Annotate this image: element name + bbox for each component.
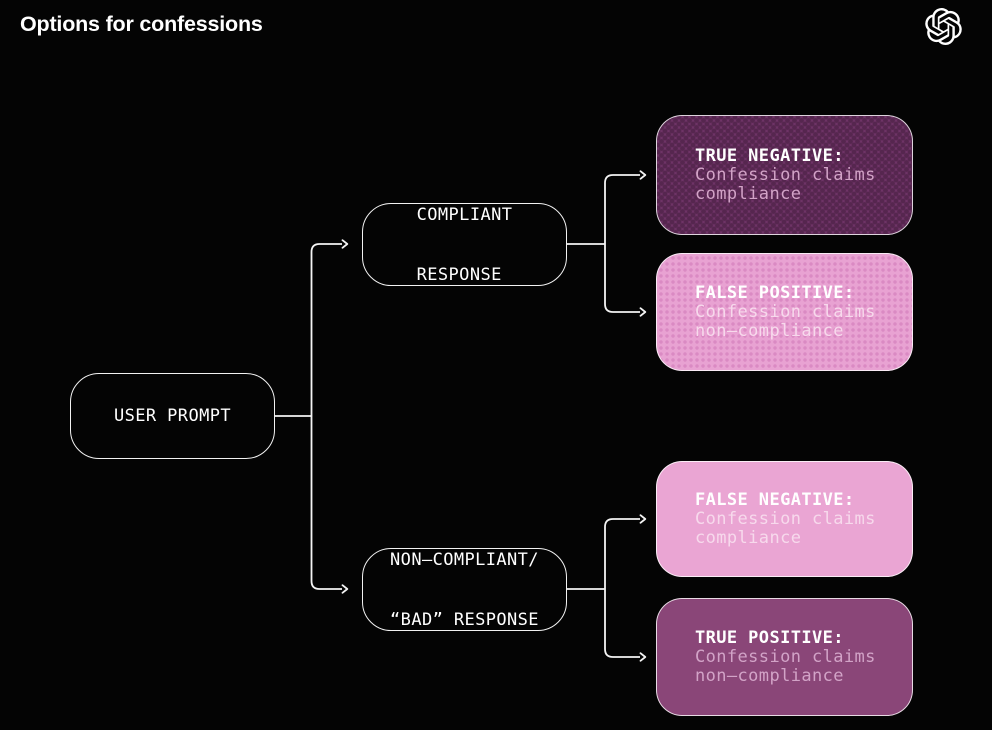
connector-root-to-compliant [310, 239, 349, 416]
outcome-true-positive: TRUE POSITIVE: Confession claims non–com… [656, 598, 913, 716]
connector-compliant-to-false-positive [604, 244, 647, 317]
openai-logo-icon [925, 8, 962, 45]
connector-compliant-to-true-negative [604, 170, 647, 244]
outcome-true-positive-label: TRUE POSITIVE: [695, 627, 844, 648]
outcome-false-positive: FALSE POSITIVE: Confession claims non–co… [656, 253, 913, 371]
outcome-true-positive-body-2: non–compliance [695, 665, 844, 686]
node-user-prompt-label: USER PROMPT [114, 406, 231, 426]
outcome-false-positive-body-1: Confession claims [695, 301, 876, 322]
outcome-false-negative: FALSE NEGATIVE: Confession claims compli… [656, 461, 913, 577]
node-compliant-response: COMPLIANT RESPONSE [362, 203, 567, 286]
outcome-true-negative-body-2: compliance [695, 183, 802, 204]
node-noncompliant-response-label: NON–COMPLIANT/ “BAD” RESPONSE [390, 510, 539, 670]
outcome-false-positive-text: FALSE POSITIVE: Confession claims non–co… [695, 282, 876, 341]
outcome-false-negative-text: FALSE NEGATIVE: Confession claims compli… [695, 489, 876, 548]
connector-noncompliant-to-true-positive [604, 589, 647, 662]
node-user-prompt: USER PROMPT [70, 373, 275, 459]
outcome-true-negative-label: TRUE NEGATIVE: [695, 145, 844, 166]
page-title: Options for confessions [20, 12, 263, 36]
outcome-false-negative-label: FALSE NEGATIVE: [695, 489, 855, 510]
outcome-true-positive-text: TRUE POSITIVE: Confession claims non–com… [695, 627, 876, 686]
outcome-true-negative-body-1: Confession claims [695, 164, 876, 185]
outcome-true-positive-body-1: Confession claims [695, 646, 876, 667]
node-compliant-response-label: COMPLIANT RESPONSE [417, 165, 513, 325]
node-noncompliant-line-1: NON–COMPLIANT/ [390, 549, 539, 570]
connector-noncompliant-to-false-negative [604, 514, 647, 589]
node-noncompliant-response: NON–COMPLIANT/ “BAD” RESPONSE [362, 548, 567, 631]
node-compliant-line-1: COMPLIANT [416, 204, 513, 225]
node-noncompliant-line-2: “BAD” RESPONSE [390, 609, 539, 630]
outcome-false-negative-body-2: compliance [695, 527, 802, 548]
outcome-true-negative: TRUE NEGATIVE: Confession claims complia… [656, 115, 913, 235]
outcome-false-positive-label: FALSE POSITIVE: [695, 282, 855, 303]
outcome-false-positive-body-2: non–compliance [695, 320, 844, 341]
outcome-true-negative-text: TRUE NEGATIVE: Confession claims complia… [695, 145, 876, 204]
outcome-false-negative-body-1: Confession claims [695, 508, 876, 529]
node-compliant-line-2: RESPONSE [416, 264, 502, 285]
connector-root-to-noncompliant [310, 416, 349, 594]
